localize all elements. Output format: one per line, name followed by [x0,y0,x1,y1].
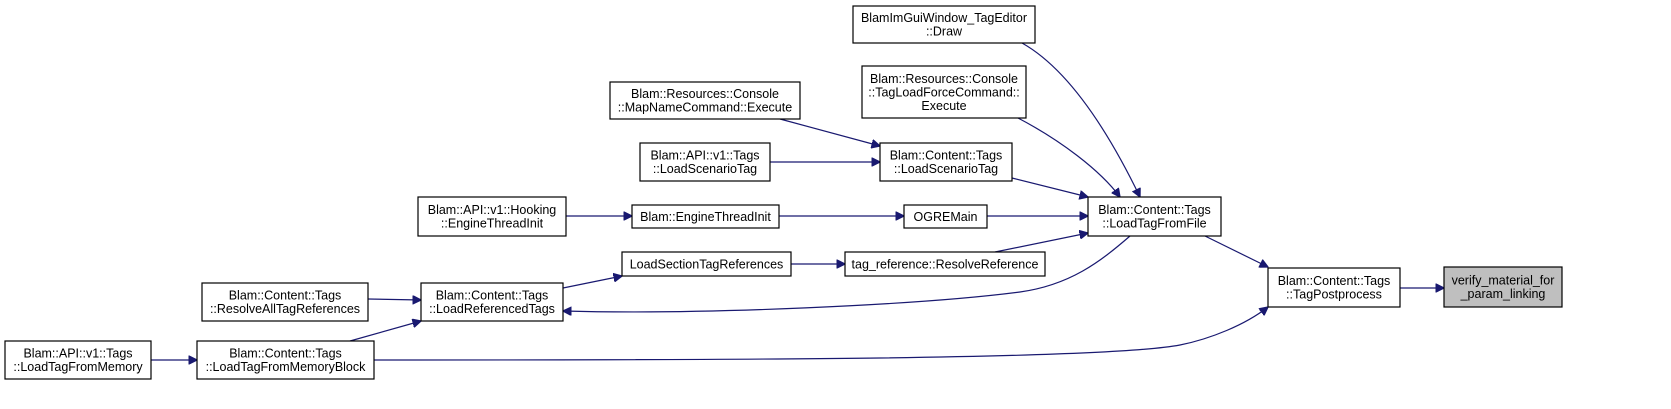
node-label: tag_reference::ResolveReference [852,257,1039,271]
edge-loadfile-to-tagpost [1204,235,1268,267]
node-tagpost[interactable]: Blam::Content::Tags::TagPostprocess [1267,267,1401,308]
node-label: ::LoadTagFromFile [1102,217,1206,231]
node-label: LoadSectionTagReferences [630,257,784,271]
node-label: Blam::API::v1::Tags [23,347,132,361]
edge-resolve-to-loadfile [994,233,1088,253]
node-box [852,5,1036,44]
node-verify[interactable]: verify_material_for_param_linking [1443,266,1563,308]
node-label: ::LoadScenarioTag [653,162,757,176]
nodes: verify_material_for_param_linkingBlam::C… [4,5,1563,380]
node-loadsect[interactable]: LoadSectionTagReferences [621,251,792,277]
node-label: Blam::Resources::Console [631,87,779,101]
node-resolve[interactable]: tag_reference::ResolveReference [844,251,1046,277]
node-label: Execute [921,99,966,113]
node-box [879,142,1013,182]
node-memblock[interactable]: Blam::Content::Tags::LoadTagFromMemoryBl… [196,340,375,380]
node-label: Blam::EngineThreadInit [640,210,771,224]
edge-scentag-to-loadfile [1011,177,1088,197]
node-label: ::TagPostprocess [1286,288,1382,302]
node-imgui[interactable]: BlamImGuiWindow_TagEditor::Draw [852,5,1036,44]
node-label: _param_linking [1460,287,1546,301]
node-label: Blam::Content::Tags [229,289,342,303]
node-box [417,196,567,237]
node-mapname[interactable]: Blam::Resources::Console::MapNameCommand… [609,81,801,120]
node-label: ::LoadScenarioTag [894,162,998,176]
node-apimem[interactable]: Blam::API::v1::Tags::LoadTagFromMemory [4,340,152,380]
edge-loadfile-to-loadref [563,235,1131,312]
node-scentag[interactable]: Blam::Content::Tags::LoadScenarioTag [879,142,1013,182]
node-label: Blam::API::v1::Tags [650,149,759,163]
node-label: ::TagLoadForceCommand:: [868,85,1019,99]
node-box [903,204,988,229]
node-box [196,340,375,380]
node-box [609,81,801,120]
node-label: ::LoadReferencedTags [429,302,555,316]
node-resolveall[interactable]: Blam::Content::Tags::ResolveAllTagRefere… [201,282,369,322]
edge-forcecmd-to-loadfile [1017,117,1120,197]
node-hooking[interactable]: Blam::API::v1::Hooking::EngineThreadInit [417,196,567,237]
node-box [420,282,564,322]
node-label: Blam::Content::Tags [890,149,1003,163]
node-box [844,251,1046,277]
node-box [1087,196,1222,237]
node-label: Blam::Content::Tags [229,347,342,361]
node-label: ::ResolveAllTagReferences [210,302,360,316]
node-box [201,282,369,322]
node-box [4,340,152,380]
node-label: Blam::Content::Tags [436,289,549,303]
edge-memblock-to-loadref [349,321,421,342]
node-box [639,142,771,182]
node-label: Blam::Resources::Console [870,72,1018,86]
node-engineinit[interactable]: Blam::EngineThreadInit [631,204,780,229]
edge-resolveall-to-loadref [367,299,421,300]
node-label: ::EngineThreadInit [441,217,544,231]
node-box [631,204,780,229]
node-label: ::LoadTagFromMemoryBlock [206,360,367,374]
node-label: Blam::Content::Tags [1278,274,1391,288]
edge-loadref-to-loadsect [562,276,622,289]
node-loadfile[interactable]: Blam::Content::Tags::LoadTagFromFile [1087,196,1222,237]
edge-imgui-to-loadfile [1021,42,1140,197]
node-box [1443,266,1563,308]
node-label: OGREMain [914,210,978,224]
node-loadref[interactable]: Blam::Content::Tags::LoadReferencedTags [420,282,564,322]
node-box [621,251,792,277]
node-label: ::Draw [926,25,963,39]
node-ogre[interactable]: OGREMain [903,204,988,229]
node-label: Blam::Content::Tags [1098,203,1211,217]
node-box [861,65,1027,119]
node-forcecmd[interactable]: Blam::Resources::Console::TagLoadForceCo… [861,65,1027,119]
edge-mapname-to-scentag [779,118,880,146]
node-label: verify_material_for [1452,274,1555,288]
node-apiscen[interactable]: Blam::API::v1::Tags::LoadScenarioTag [639,142,771,182]
node-label: ::LoadTagFromMemory [13,360,143,374]
node-box [1267,267,1401,308]
edges [151,42,1444,361]
node-label: ::MapNameCommand::Execute [618,101,792,115]
node-label: Blam::API::v1::Hooking [428,203,557,217]
edge-memblock-to-tagpost [373,307,1268,361]
node-label: BlamImGuiWindow_TagEditor [861,11,1027,25]
